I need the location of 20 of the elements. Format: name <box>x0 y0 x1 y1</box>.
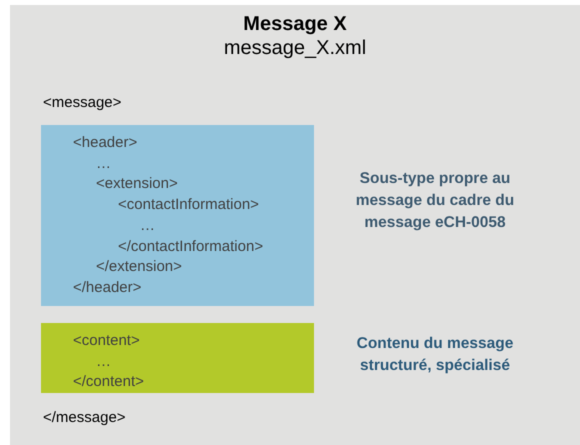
code-line: </message> <box>43 409 126 426</box>
code-line: <content> <box>73 332 140 349</box>
code-line: … <box>96 352 111 370</box>
code-line: <contactInformation> <box>118 196 259 214</box>
element-block <box>41 323 314 393</box>
description-text: Contenu du message structuré, spécialisé <box>356 334 514 376</box>
code-line: … <box>96 154 111 172</box>
code-line: <extension> <box>96 175 178 192</box>
panel-heading: Message X <box>242 13 348 36</box>
code-line: … <box>140 216 155 234</box>
code-line: </content> <box>73 373 144 390</box>
file-name: message_X.xml <box>222 37 368 60</box>
code-line: </contactInformation> <box>118 238 264 254</box>
code-line: <header> <box>73 134 138 151</box>
element-block <box>41 125 314 306</box>
code-line: </header> <box>73 278 142 296</box>
description-text: Sous-type propre au message du cadre du message eCH-0058 <box>354 169 516 233</box>
code-line: </extension> <box>96 258 182 276</box>
message-panel <box>10 5 580 445</box>
code-line: <message> <box>43 94 122 111</box>
